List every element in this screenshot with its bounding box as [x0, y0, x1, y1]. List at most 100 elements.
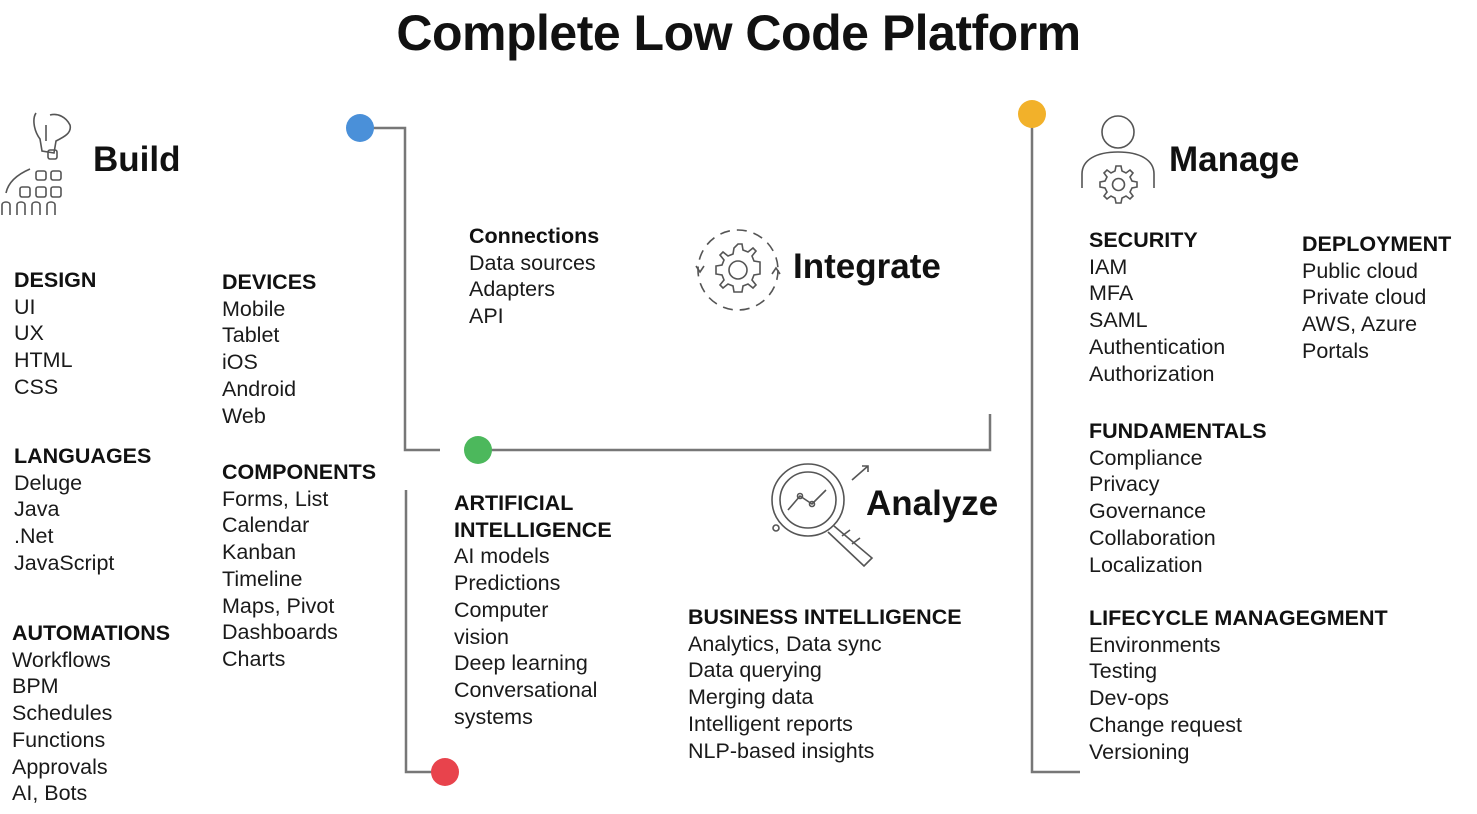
design-heading: DESIGN [14, 268, 97, 292]
manage-connector-line [1030, 114, 1080, 774]
ai-heading-line2: INTELLIGENCE [454, 517, 612, 542]
list-item: Private cloud [1302, 285, 1427, 310]
languages-heading: LANGUAGES [14, 444, 152, 468]
connections-heading: Connections [469, 224, 600, 248]
ai-block: ARTIFICIAL INTELLIGENCE AI models Predic… [454, 490, 612, 730]
list-item: BPM [12, 674, 59, 699]
list-item: MFA [1089, 281, 1134, 306]
list-item: iOS [222, 350, 258, 375]
list-item: HTML [14, 348, 73, 373]
devices-heading: DEVICES [222, 270, 317, 294]
components-heading: COMPONENTS [222, 460, 377, 484]
list-item: Schedules [12, 701, 113, 726]
deployment-block: DEPLOYMENT Public cloud Private cloud AW… [1302, 231, 1451, 365]
ai-heading-line1: ARTIFICIAL [454, 491, 574, 515]
list-item: Deluge [14, 470, 83, 495]
list-item: Dev-ops [1089, 686, 1170, 711]
build-dot [346, 114, 374, 142]
components-block: COMPONENTS Forms, List Calendar Kanban T… [222, 459, 376, 673]
list-item: Maps, Pivot [222, 593, 335, 618]
design-block: DESIGN UI UX HTML CSS [14, 267, 96, 401]
list-item: SAML [1089, 308, 1148, 333]
list-item: .Net [14, 524, 54, 549]
list-item: AWS, Azure [1302, 312, 1418, 337]
automations-heading: AUTOMATIONS [12, 621, 171, 645]
list-item: Workflows [12, 647, 111, 672]
manage-user-gear-icon [1081, 115, 1155, 204]
list-item: Compliance [1089, 445, 1203, 470]
integrate-pillar-label: Integrate [793, 247, 941, 286]
list-item: Java [14, 497, 60, 522]
build-lower-connector-line [404, 490, 445, 774]
list-item: Approvals [12, 754, 108, 779]
list-item: Calendar [222, 513, 310, 538]
analyze-pillar-label: Analyze [866, 484, 999, 523]
deployment-heading: DEPLOYMENT [1302, 232, 1452, 256]
list-item: Authorization [1089, 361, 1215, 386]
list-item: AI, Bots [12, 781, 88, 806]
list-item: Analytics, Data sync [688, 631, 882, 656]
manage-dot [1018, 100, 1046, 128]
bi-block: BUSINESS INTELLIGENCE Analytics, Data sy… [688, 604, 962, 764]
list-item: Mobile [222, 296, 286, 321]
list-item: IAM [1089, 254, 1128, 279]
automations-block: AUTOMATIONS Workflows BPM Schedules Func… [12, 620, 170, 807]
list-item: JavaScript [14, 550, 115, 575]
list-item: Tablet [222, 323, 280, 348]
list-item: Charts [222, 646, 286, 671]
analyze-connector-line [478, 414, 992, 452]
analyze-magnifier-icon [771, 463, 874, 568]
list-item: systems [454, 704, 533, 729]
list-item: Timeline [222, 566, 303, 591]
analyze-dot [464, 436, 492, 464]
build-end-dot [431, 758, 459, 786]
lifecycle-block: LIFECYCLE MANAGEGMENT Environments Testi… [1089, 605, 1388, 765]
build-hand-grid-icon [1, 112, 72, 215]
list-item: Merging data [688, 685, 814, 710]
list-item: Deep learning [454, 651, 588, 676]
list-item: Predictions [454, 571, 561, 596]
list-item: Android [222, 376, 297, 401]
build-pillar-label: Build [93, 140, 181, 179]
list-item: Public cloud [1302, 258, 1418, 283]
list-item: Portals [1302, 338, 1369, 363]
security-block: SECURITY IAM MFA SAML Authentication Aut… [1089, 227, 1225, 387]
list-item: Dashboards [222, 620, 338, 645]
languages-block: LANGUAGES Deluge Java .Net JavaScript [14, 443, 151, 577]
list-item: CSS [14, 374, 59, 399]
manage-pillar-label: Manage [1169, 140, 1300, 179]
list-item: NLP-based insights [688, 738, 875, 763]
list-item: Data querying [688, 658, 822, 683]
list-item: Kanban [222, 540, 297, 565]
list-item: UI [14, 294, 36, 319]
list-item: Collaboration [1089, 525, 1216, 550]
list-item: Conversational [454, 677, 598, 702]
list-item: Privacy [1089, 472, 1160, 497]
list-item: Data sources [469, 250, 596, 275]
list-item: Functions [12, 727, 106, 752]
list-item: Web [222, 403, 266, 428]
lifecycle-heading: LIFECYCLE MANAGEGMENT [1089, 606, 1388, 630]
list-item: vision [454, 624, 509, 649]
list-item: Testing [1089, 659, 1158, 684]
security-heading: SECURITY [1089, 228, 1198, 252]
list-item: Adapters [469, 277, 556, 302]
fundamentals-heading: FUNDAMENTALS [1089, 419, 1267, 443]
list-item: Versioning [1089, 739, 1190, 764]
page-title: Complete Low Code Platform [396, 5, 1081, 61]
connections-block: Connections Data sources Adapters API [469, 223, 599, 330]
fundamentals-block: FUNDAMENTALS Compliance Privacy Governan… [1089, 418, 1267, 578]
list-item: Localization [1089, 552, 1203, 577]
integrate-gear-icon [695, 229, 781, 311]
build-connector-line [360, 126, 440, 452]
list-item: Environments [1089, 632, 1221, 657]
list-item: Governance [1089, 499, 1207, 524]
list-item: API [469, 304, 504, 329]
list-item: Intelligent reports [688, 711, 853, 736]
list-item: AI models [454, 544, 550, 569]
bi-heading: BUSINESS INTELLIGENCE [688, 605, 962, 629]
devices-block: DEVICES Mobile Tablet iOS Android Web [222, 269, 316, 429]
list-item: UX [14, 321, 44, 346]
list-item: Change request [1089, 712, 1242, 737]
